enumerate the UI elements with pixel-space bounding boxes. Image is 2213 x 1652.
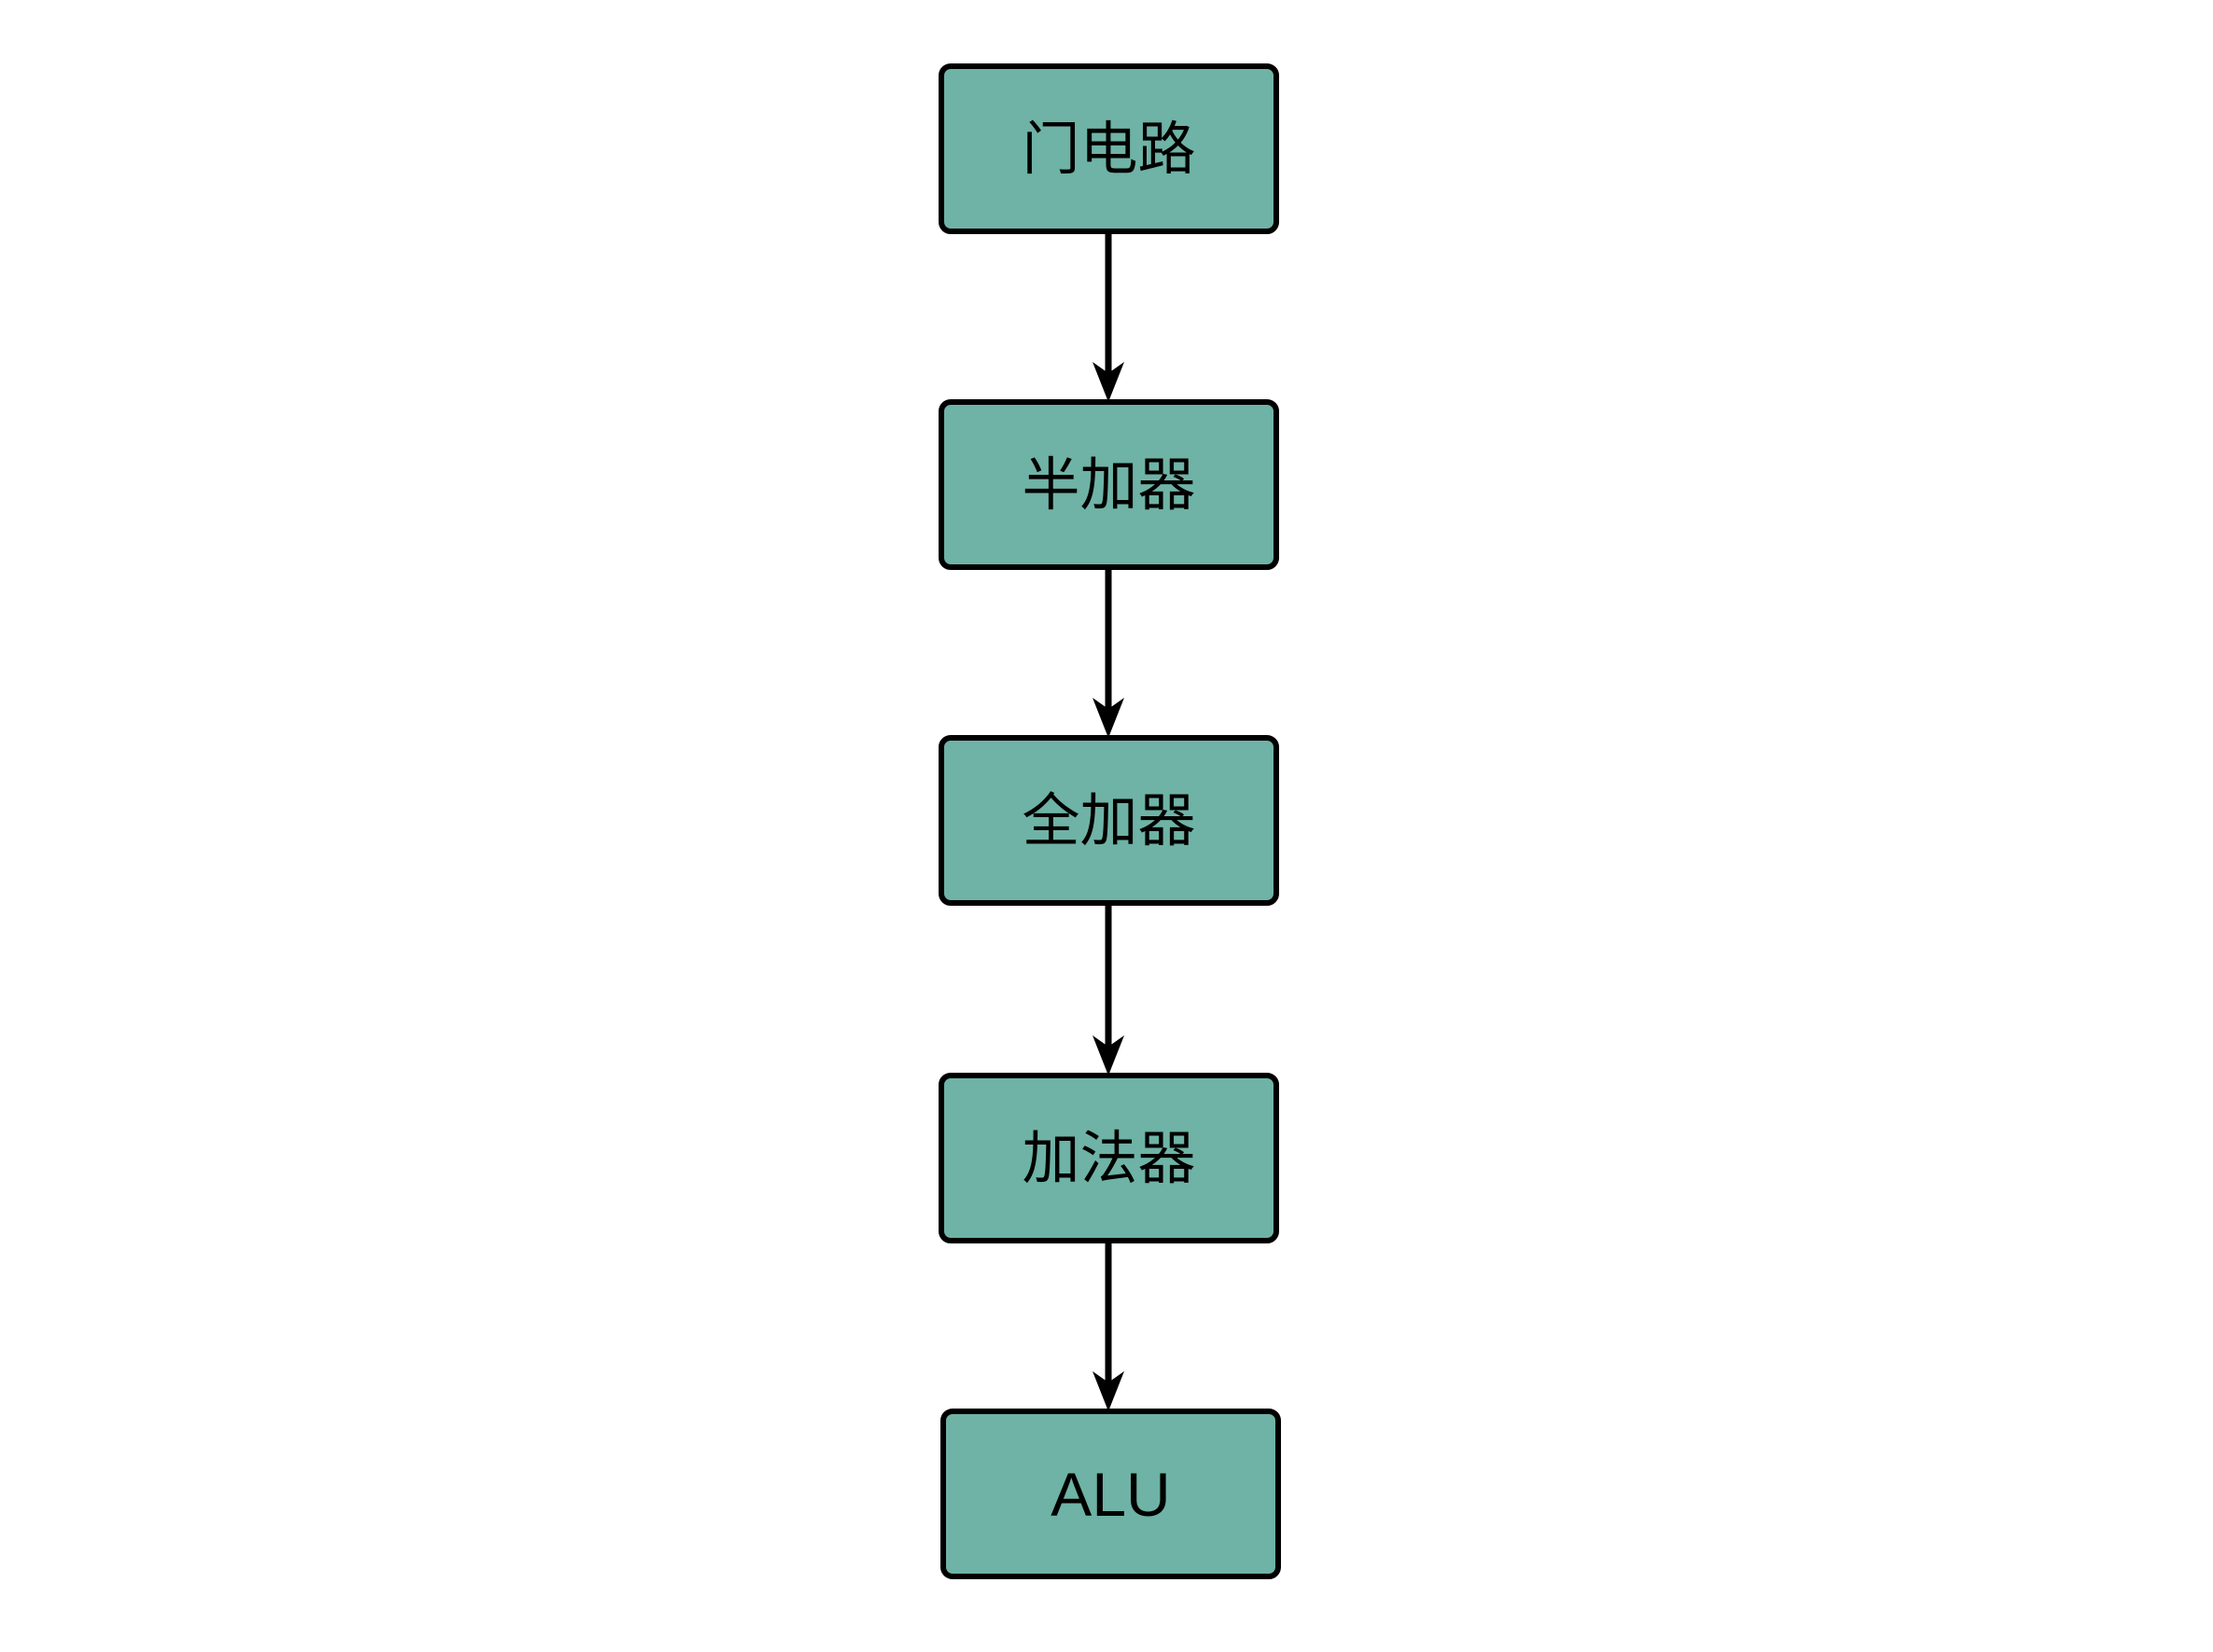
edge-full-adder-to-adder — [1093, 906, 1124, 1076]
node-half-adder-label: 半加器 — [1022, 450, 1196, 519]
node-gate-circuit-label: 门电路 — [1022, 114, 1196, 183]
node-gate-circuit[interactable]: 门电路 — [939, 63, 1279, 234]
edge-adder-to-alu — [1093, 1243, 1124, 1411]
node-full-adder[interactable]: 全加器 — [939, 735, 1279, 906]
node-alu-label: ALU — [1051, 1459, 1171, 1529]
node-alu[interactable]: ALU — [940, 1409, 1281, 1579]
node-adder[interactable]: 加法器 — [939, 1073, 1279, 1243]
node-half-adder[interactable]: 半加器 — [939, 399, 1279, 570]
node-full-adder-label: 全加器 — [1022, 785, 1196, 854]
node-adder-label: 加法器 — [1022, 1123, 1196, 1192]
edge-gate-circuit-to-half-adder — [1093, 234, 1124, 402]
edge-half-adder-to-full-adder — [1093, 570, 1124, 738]
